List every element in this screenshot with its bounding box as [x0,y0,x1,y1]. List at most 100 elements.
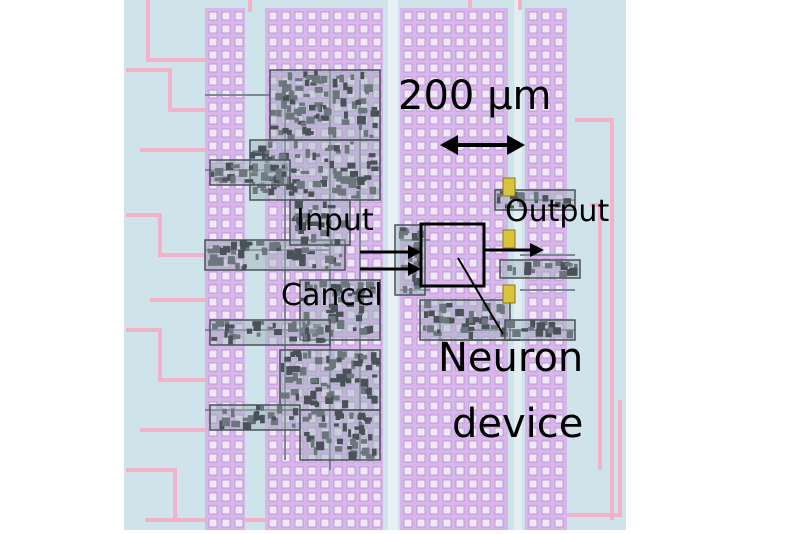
circuit-element [327,315,336,324]
pad-hole [307,37,317,47]
circuit-element [294,200,303,209]
circuit-element [291,322,296,331]
circuit-element [405,229,409,234]
circuit-element [535,328,544,337]
circuit-element [286,129,292,135]
pad-hole [268,427,278,437]
circuit-element [315,387,323,392]
pad-hole [372,232,382,242]
circuit-element [364,84,373,93]
pad-hole [416,11,426,21]
circuit-element [358,123,362,131]
circuit-element [321,431,329,440]
pad-hole [455,102,465,112]
circuit-element [303,334,307,341]
pad-hole [481,388,491,398]
pad-hole [541,63,551,73]
pad-hole [528,375,538,385]
pad-hole [320,505,330,515]
circuit-element [246,328,253,334]
pad-hole [372,414,382,424]
circuit-element [519,202,526,208]
circuit-element [304,323,309,328]
circuit-element [298,106,307,114]
pad-hole [528,154,538,164]
pad-hole [429,271,439,281]
pad-hole [481,492,491,502]
pad-hole [221,141,231,151]
circuit-element [294,154,301,158]
pad-hole [268,219,278,229]
circuit-element [301,247,310,254]
circuit-element [314,357,323,365]
pad-hole [403,297,413,307]
circuit-element [272,416,276,421]
circuit-element [559,270,568,278]
circuit-element [270,417,279,426]
circuit-element [334,239,341,245]
pad-hole [455,63,465,73]
circuit-element [424,300,432,309]
pad-hole [554,388,564,398]
pad-hole [281,492,291,502]
pad-hole [294,505,304,515]
pad-hole [455,206,465,216]
pad-hole [541,479,551,489]
circuit-element [244,179,254,183]
circuit-element [222,408,227,414]
circuit-element [272,178,280,188]
pad-hole [554,245,564,255]
circuit-element [479,317,485,324]
pad-hole [554,310,564,320]
pad-hole [468,115,478,125]
pad-hole [208,479,218,489]
pad-hole [403,336,413,346]
pad-hole [416,89,426,99]
circuit-element [283,84,292,92]
pad-hole [268,479,278,489]
pad-hole [221,76,231,86]
pad-hole [208,453,218,463]
pad-hole [416,505,426,515]
circuit-element [291,168,297,173]
pad-hole [554,76,564,86]
pad-hole [221,219,231,229]
circuit-element [221,417,230,427]
pad-hole [528,219,538,229]
pad-hole [333,427,343,437]
pad-hole [234,102,244,112]
pad-hole [221,206,231,216]
circuit-element [309,221,318,227]
pad-hole [528,479,538,489]
circuit-element [339,74,344,83]
pad-hole [494,453,504,463]
pad-hole [221,50,231,60]
circuit-element [329,240,333,245]
pad-hole [221,115,231,125]
pad-hole [372,479,382,489]
circuit-element [340,379,346,387]
pad-hole [541,505,551,515]
circuit-element [433,315,440,323]
pad-hole [554,128,564,138]
circuit-element [344,144,350,154]
neuron-pointer-line [457,257,504,335]
circuit-element [500,332,508,337]
pad-hole [234,115,244,125]
pad-hole [481,414,491,424]
pad-hole [528,180,538,190]
pad-hole [494,76,504,86]
circuit-element [329,359,336,369]
pad-hole [294,284,304,294]
circuit-element [276,176,285,185]
pad-hole [208,310,218,320]
circuit-element [298,353,302,361]
pad-hole [429,76,439,86]
pad-hole [468,50,478,60]
circuit-element [371,395,378,404]
circuit-element [289,95,296,105]
circuit-element [327,145,335,151]
pad-hole [208,284,218,294]
pad-hole [416,362,426,372]
circuit-element [311,75,321,84]
